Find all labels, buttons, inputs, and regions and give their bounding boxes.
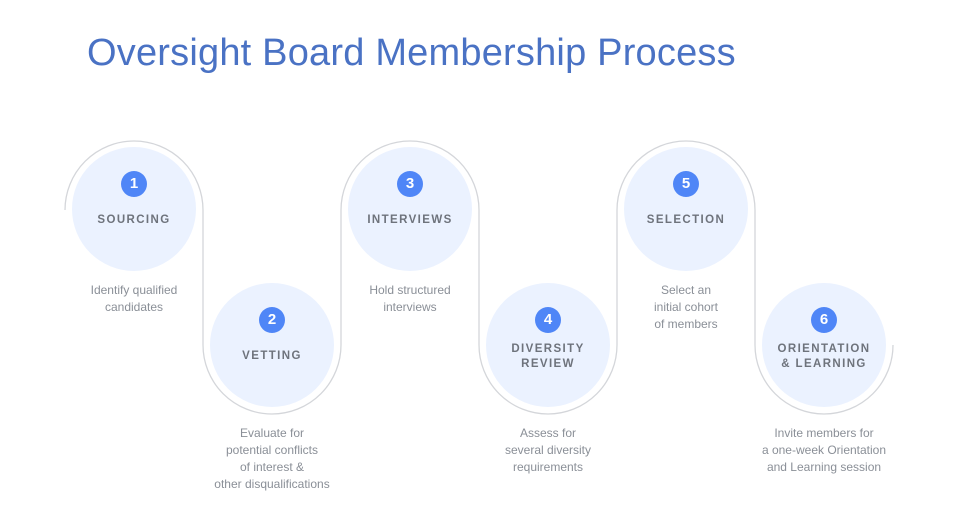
- step-number-badge: 4: [535, 307, 561, 333]
- step-label: SELECTION: [646, 214, 726, 226]
- step-description-line: of members: [654, 317, 718, 331]
- step-description-line: Assess for: [519, 426, 576, 440]
- step-label: DIVERSITY REVIEW: [486, 342, 610, 372]
- step-description: Identify qualified candidates: [44, 282, 224, 316]
- step-number-badge: 3: [397, 171, 423, 197]
- step-description-line: other disqualifications: [214, 477, 330, 491]
- step-description: Hold structured interviews: [320, 282, 500, 316]
- step-description-line: requirements: [512, 460, 584, 474]
- step-label: VETTING: [242, 350, 302, 362]
- step-description: Evaluate for potential conflicts of intere…: [182, 425, 362, 493]
- step-number-badge: 6: [811, 307, 837, 333]
- step-description-line: Hold structured: [369, 283, 451, 297]
- page-title: Oversight Board Membership Process: [87, 32, 736, 74]
- step-description-line: several diversity: [504, 443, 592, 457]
- step-description-line: interviews: [383, 300, 437, 314]
- step-label: INTERVIEWS: [367, 214, 453, 226]
- step-description-line: of interest &: [239, 460, 305, 474]
- step-number-badge: 5: [673, 171, 699, 197]
- step-description-line: and Learning session: [766, 460, 882, 474]
- step-label: ORIENTATION & LEARNING: [762, 342, 886, 372]
- step-label-line: DIVERSITY: [511, 343, 585, 355]
- step-label-line: ORIENTATION: [777, 343, 871, 355]
- step-description-line: Identify qualified: [90, 283, 178, 297]
- step-description-line: candidates: [104, 300, 164, 314]
- step-description: Invite members for a one-week Orientation…: [734, 425, 914, 476]
- step-description-line: initial cohort: [653, 300, 719, 314]
- step-description-line: Evaluate for: [239, 426, 305, 440]
- step-description-line: Invite members for: [774, 426, 874, 440]
- step-description-line: potential conflicts: [225, 443, 319, 457]
- step-description-line: a one-week Orientation: [761, 443, 887, 457]
- step-description: Assess for several diversity requirements: [458, 425, 638, 476]
- step-description: Select an initial cohort of members: [596, 282, 776, 333]
- step-description-line: Select an: [660, 283, 712, 297]
- step-label-line: REVIEW: [521, 358, 575, 370]
- step-label: SOURCING: [97, 214, 171, 226]
- step-number-badge: 1: [121, 171, 147, 197]
- step-label-line: & LEARNING: [781, 358, 867, 370]
- step-number-badge: 2: [259, 307, 285, 333]
